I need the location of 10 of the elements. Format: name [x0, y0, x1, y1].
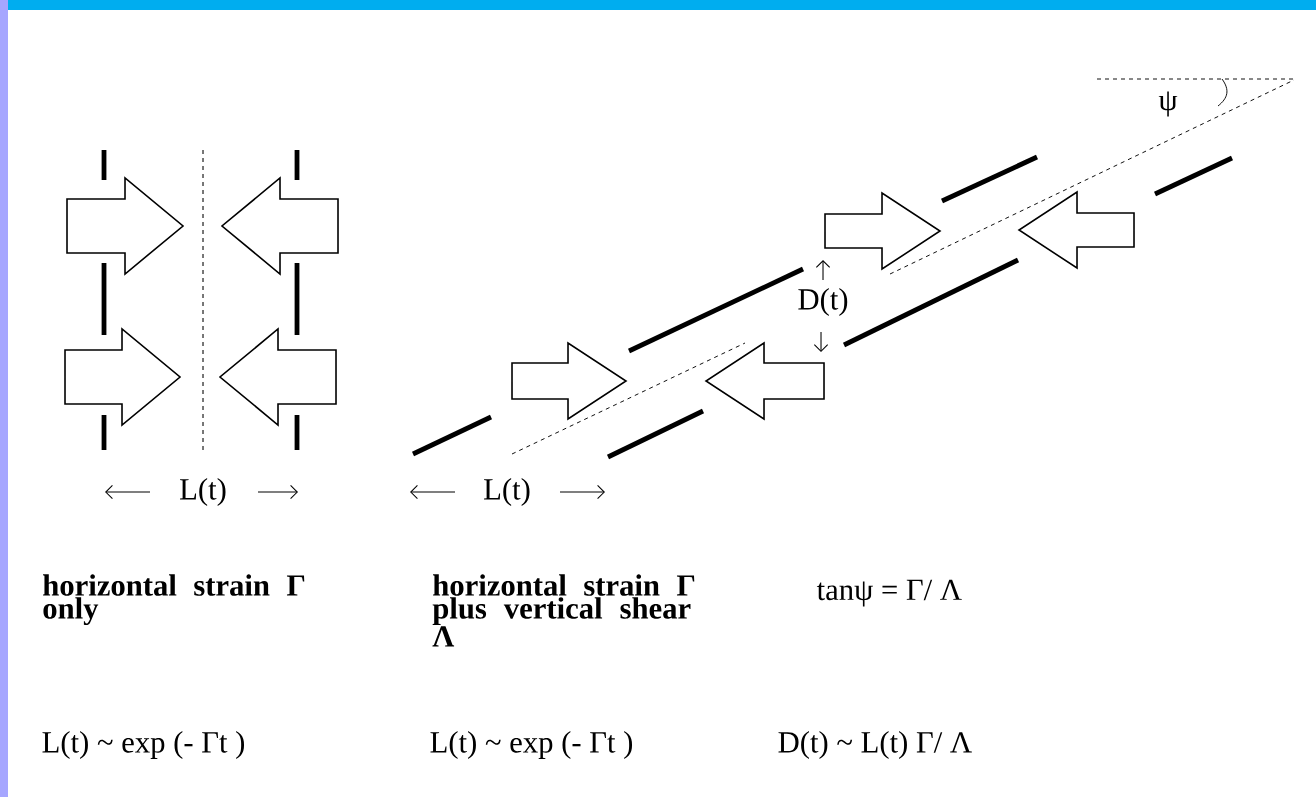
formula-text: tanψ = Γ/ Λ — [816, 579, 962, 607]
caption-text: horizontal strain Γ only — [43, 574, 305, 626]
formula-text: L(t) ~ exp (- Γt ) — [42, 731, 245, 759]
dimension-label: D(t) — [798, 288, 848, 316]
angle-label: ψ — [1158, 91, 1178, 117]
formula-text: D(t) ~ L(t) Γ/ Λ — [778, 731, 972, 759]
dimension-label: L(t) — [180, 478, 226, 506]
dimension-label: L(t) — [484, 478, 530, 506]
caption-text: horizontal strain Γ plus vertical shear Λ — [432, 574, 695, 647]
formula-text: L(t) ~ exp (- Γt ) — [430, 731, 633, 759]
